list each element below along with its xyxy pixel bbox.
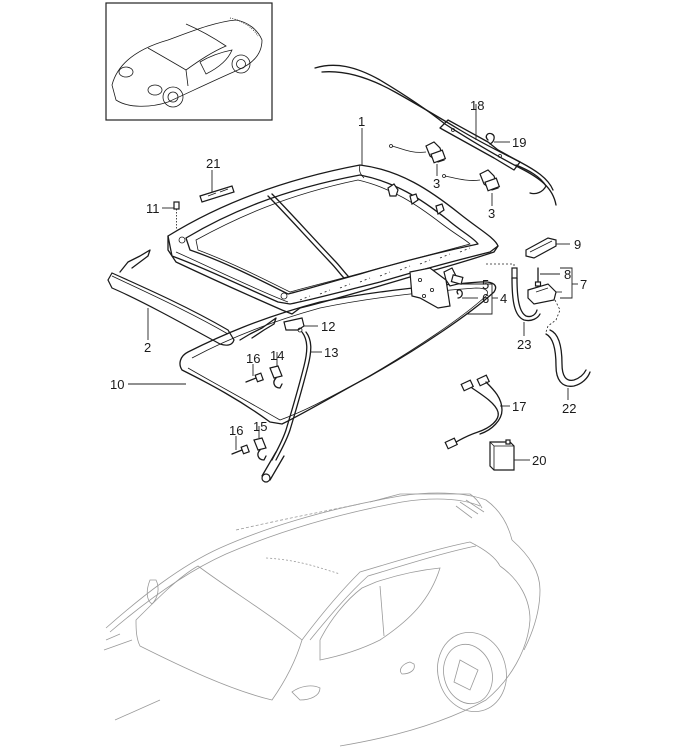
part-cover-trim[interactable] [199, 185, 235, 203]
part-clip[interactable] [456, 289, 463, 299]
part-drain-hose-front[interactable] [261, 331, 312, 483]
callout-1[interactable]: 1 [358, 114, 365, 129]
leader-lines [128, 104, 578, 461]
vehicle-thumbnail[interactable] [105, 2, 273, 121]
callout-8[interactable]: 8 [564, 267, 571, 282]
callout-9[interactable]: 9 [574, 237, 581, 252]
part-mechanism-bracket[interactable] [409, 267, 451, 309]
callout-6[interactable]: 6 [482, 291, 489, 306]
callout-17[interactable]: 17 [512, 399, 526, 414]
part-guide-block[interactable] [525, 237, 557, 259]
callout-3-right[interactable]: 3 [488, 206, 495, 221]
part-drain-connector[interactable] [283, 317, 305, 333]
part-seal[interactable] [179, 281, 497, 425]
callout-18[interactable]: 18 [470, 98, 484, 113]
callout-16-upper[interactable]: 16 [246, 351, 260, 366]
callout-13[interactable]: 13 [324, 345, 338, 360]
part-hose-clamp-upper[interactable] [269, 365, 283, 389]
callout-23[interactable]: 23 [517, 337, 531, 352]
callout-3-left[interactable]: 3 [433, 176, 440, 191]
part-motor-unit[interactable] [443, 267, 464, 287]
part-drain-hose-rear-short[interactable] [511, 267, 541, 322]
part-sunroof-frame[interactable] [167, 164, 499, 315]
callout-7[interactable]: 7 [580, 277, 587, 292]
part-drive-cable[interactable] [314, 64, 557, 206]
callout-4[interactable]: 4 [500, 291, 507, 306]
part-guide-kit[interactable] [527, 283, 562, 305]
part-hose-clamp-lower[interactable] [253, 437, 267, 461]
part-drain-hose-rear-long[interactable] [545, 329, 591, 387]
callout-19[interactable]: 19 [512, 135, 526, 150]
callout-14[interactable]: 14 [270, 348, 284, 363]
callout-5[interactable]: 5 [482, 277, 489, 292]
callout-21[interactable]: 21 [206, 156, 220, 171]
callout-10[interactable]: 10 [110, 377, 124, 392]
assembly-dashed-line [545, 299, 561, 333]
part-screw-upper[interactable] [245, 372, 264, 383]
callout-15[interactable]: 15 [253, 419, 267, 434]
part-wind-deflector[interactable] [107, 249, 277, 346]
assembly-dashed-line [486, 263, 515, 268]
part-screw[interactable] [534, 267, 542, 287]
callout-labels: 1 2 3 3 4 5 6 7 8 9 10 11 12 13 14 15 16… [110, 98, 587, 468]
callout-16-lower[interactable]: 16 [229, 423, 243, 438]
part-screw-lower[interactable] [231, 444, 250, 455]
thumbnail-frame [105, 2, 273, 121]
part-drive-motor-right[interactable] [442, 169, 501, 192]
part-drive-motor-left[interactable] [389, 141, 447, 164]
part-retaining-clip[interactable] [485, 132, 495, 145]
callout-2[interactable]: 2 [144, 340, 151, 355]
callout-20[interactable]: 20 [532, 453, 546, 468]
callout-11[interactable]: 11 [146, 201, 160, 216]
part-bolt[interactable] [173, 201, 180, 230]
callout-22[interactable]: 22 [562, 401, 576, 416]
part-wiring-harness[interactable] [444, 374, 503, 450]
callout-12[interactable]: 12 [321, 319, 335, 334]
part-control-unit[interactable] [489, 439, 515, 471]
car-sketch-icon [111, 17, 263, 108]
vehicle-outline [103, 492, 541, 747]
